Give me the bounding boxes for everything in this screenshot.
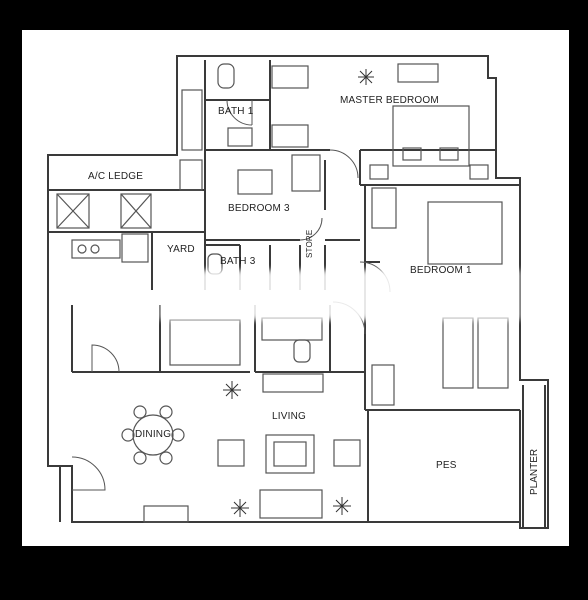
dining-table [132, 414, 174, 456]
sink-bath-1 [227, 127, 253, 147]
ac-unit-3 [179, 159, 203, 191]
label-living: LIVING [272, 411, 306, 422]
wall-lower-rooms [71, 305, 331, 373]
washing-machine [121, 233, 149, 263]
plant-living-top [223, 381, 241, 399]
label-pes: PES [436, 460, 457, 471]
ac-unit-1 [56, 193, 90, 229]
wall-entry [59, 466, 73, 522]
sofa [259, 489, 323, 519]
tv-console [262, 373, 324, 393]
kitchen-counter [71, 239, 121, 259]
nightstand-master-1 [369, 164, 389, 180]
bed-bedroom-3 [237, 169, 273, 195]
toilet-bath-1 [217, 63, 235, 89]
vanity-lower [261, 317, 323, 341]
plant-living-bottom-right [333, 497, 351, 515]
wardrobe-bedroom-1-lower [371, 364, 395, 406]
wardrobe-bedroom-3 [291, 154, 321, 192]
bed-master [392, 105, 470, 167]
armchair-1 [217, 439, 245, 467]
coffee-table [265, 434, 315, 474]
plant-master [358, 69, 374, 85]
wall-pes [367, 410, 521, 522]
bed-lower-1 [442, 317, 474, 389]
door-entry [71, 456, 106, 491]
label-bath-3: BATH 3 [220, 256, 256, 267]
bed-lower-2 [477, 317, 509, 389]
armchair-2 [333, 439, 361, 467]
label-bath-1: BATH 1 [218, 106, 254, 117]
wall-ac-ledge [48, 155, 206, 240]
pillow-master-1 [402, 147, 422, 161]
dresser-master [397, 63, 439, 83]
outer-wall [47, 55, 549, 529]
bathtub-lower [169, 319, 241, 366]
door-master [329, 149, 359, 179]
ac-unit-2 [120, 193, 152, 229]
label-yard: YARD [167, 244, 195, 255]
wardrobe-master [271, 65, 309, 89]
door-bath-1 [226, 99, 253, 126]
pillow-master-2 [439, 147, 459, 161]
bed-bedroom-1 [427, 201, 503, 265]
label-planter: PLANTER [529, 448, 540, 495]
coffee-table-inner [273, 441, 307, 467]
plant-living-bottom-left [231, 499, 249, 517]
wall-bath1 [176, 56, 330, 155]
nightstand-master-2 [469, 164, 489, 180]
wardrobe-master-lower [271, 124, 309, 148]
label-dining: DINING [135, 429, 172, 440]
wall-planter [522, 385, 546, 528]
bathtub [181, 89, 203, 151]
wall-bedroom-3 [205, 160, 360, 241]
door-bedroom-3 [299, 217, 323, 241]
door-yard [91, 344, 120, 373]
label-bedroom-1: BEDROOM 1 [410, 265, 472, 276]
blurred-region [160, 270, 520, 320]
sideboard [143, 505, 189, 523]
label-bedroom-3: BEDROOM 3 [228, 203, 290, 214]
toilet-lower [293, 339, 311, 363]
label-store: STORE [305, 229, 314, 258]
wardrobe-bedroom-1 [371, 187, 397, 229]
wall-bath-3 [205, 244, 326, 290]
wall-master-bedroom [270, 149, 496, 185]
label-ac-ledge: A/C LEDGE [88, 171, 144, 182]
label-master-bedroom: MASTER BEDROOM [340, 95, 439, 106]
